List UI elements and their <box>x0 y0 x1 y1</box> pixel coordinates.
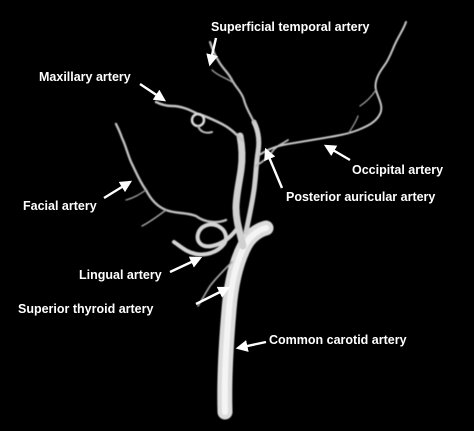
label-occipital-artery: Occipital artery <box>352 163 444 177</box>
internal-carotid-vessel <box>232 132 247 250</box>
label-arrows <box>103 37 351 352</box>
label-posterior-auricular-artery: Posterior auricular artery <box>286 190 436 204</box>
arrow-lingual <box>169 256 203 274</box>
arrow-facial <box>103 180 133 200</box>
arrow-common-carotid <box>235 340 267 352</box>
external-carotid-vessel <box>243 119 262 235</box>
arrow-superficial-temporal <box>206 37 219 67</box>
label-maxillary-artery: Maxillary artery <box>39 70 131 84</box>
label-facial-artery: Facial artery <box>23 199 97 213</box>
vessel-tree <box>114 21 407 420</box>
maxillary-vessel <box>154 100 244 142</box>
arrow-maxillary <box>139 83 166 102</box>
arrow-superior-thyroid <box>195 286 231 306</box>
lingual-vessel <box>172 222 238 257</box>
arrow-occipital <box>323 144 351 162</box>
label-lingual-artery: Lingual artery <box>79 268 162 282</box>
arrow-posterior-auricular <box>264 147 284 189</box>
occipital-vessel <box>257 21 407 157</box>
label-superior-thyroid-artery: Superior thyroid artery <box>18 302 154 316</box>
label-superficial-temporal-artery: Superficial temporal artery <box>211 20 370 34</box>
label-common-carotid-artery: Common carotid artery <box>269 333 407 347</box>
facial-vessel <box>114 122 228 224</box>
